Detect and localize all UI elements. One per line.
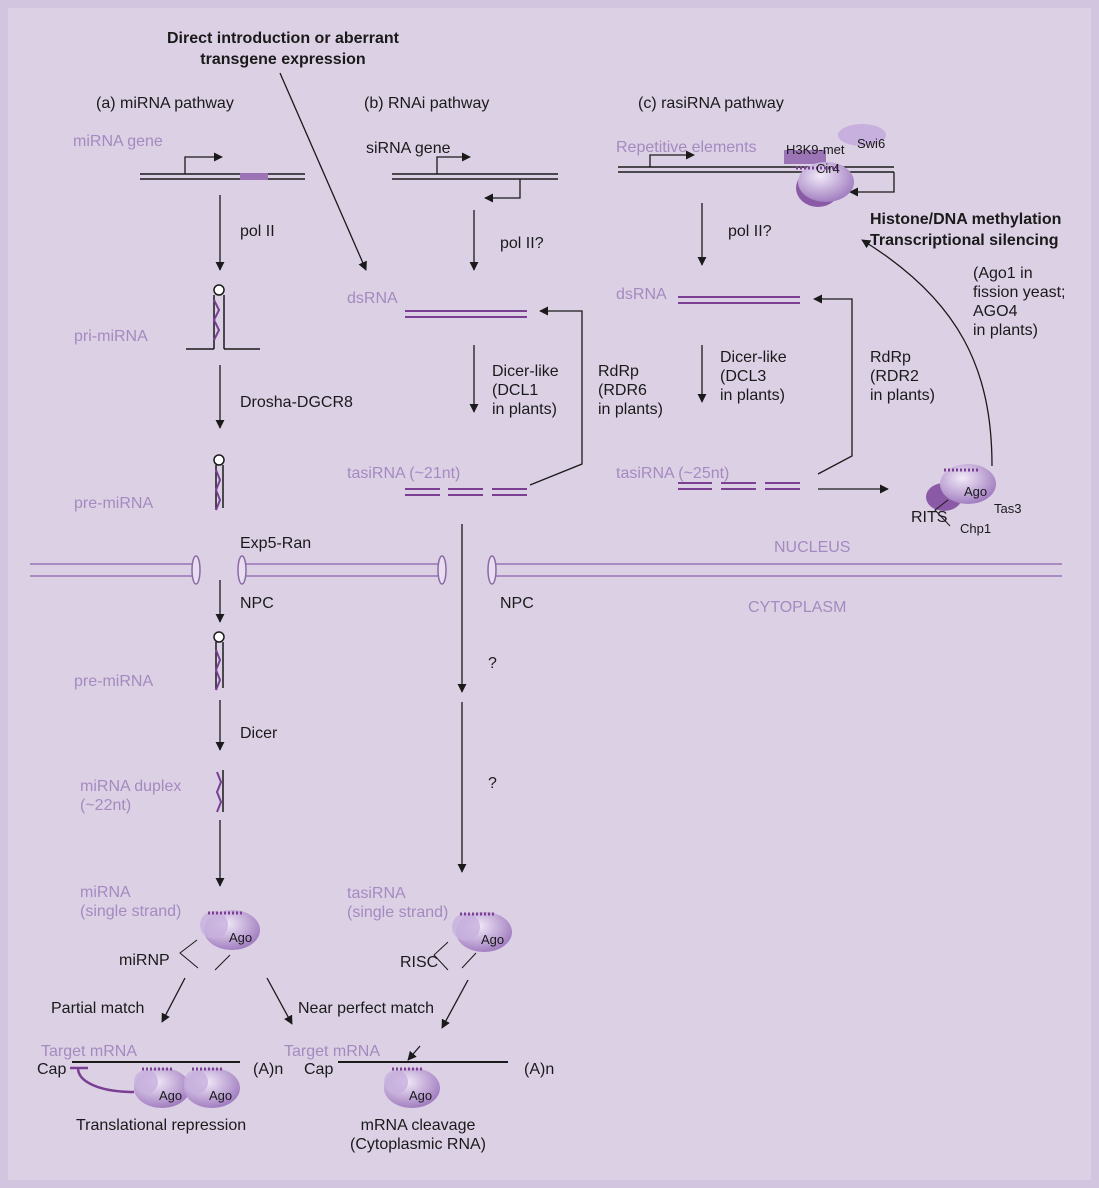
rnai-polya-label: (A)n <box>524 1061 555 1078</box>
mirna-target-ago2-label: Ago <box>209 1088 233 1103</box>
mirnp-bracket <box>179 939 231 971</box>
rnai-dsrna <box>405 310 527 318</box>
rasirna-pol-label: pol II? <box>728 223 772 240</box>
mirna-polya-label: (A)n <box>253 1061 284 1078</box>
rasirna-fragments <box>678 482 800 490</box>
pre-mirna-cyto-label: pre-miRNA <box>74 673 154 690</box>
rasirna-dsrna <box>678 296 800 304</box>
rnai-pol-label: pol II? <box>500 235 544 252</box>
swi6-label: Swi6 <box>857 136 886 151</box>
rnai-cap-label: Cap <box>304 1061 334 1078</box>
diagram-frame: Direct introduction or aberrant transgen… <box>8 8 1091 1180</box>
rnai-rdrp-label: RdRp (RDR6 in plants) <box>598 363 663 418</box>
cytoplasm-label: CYTOPLASM <box>748 599 847 616</box>
rnai-arrows <box>279 72 583 1061</box>
rits-label: RITS <box>911 509 948 526</box>
pre-mirna-hairpin-cyto <box>213 631 225 691</box>
pri-mirna-label: pri-miRNA <box>74 328 148 345</box>
pre-mirna-label: pre-miRNA <box>74 495 154 512</box>
risc-bracket <box>433 941 477 971</box>
rnai-q1: ? <box>488 655 497 672</box>
mirnp-label: miRNP <box>119 952 170 969</box>
risc-ago-label: Ago <box>481 932 505 947</box>
rasirna-dicer-label: Dicer-like (DCL3 in plants) <box>720 349 787 404</box>
sirna-gene-label: siRNA gene <box>366 140 451 157</box>
methylation-label: Histone/DNA methylation Transcriptional … <box>870 211 1062 249</box>
pre-mirna-hairpin <box>213 454 225 511</box>
tasirna-single-label: tasiRNA (single strand) <box>347 885 449 921</box>
tas3-label: Tas3 <box>994 501 1022 516</box>
rnai-q2: ? <box>488 775 497 792</box>
ago1-note: (Ago1 in fission yeast; AGO4 in plants) <box>973 265 1066 339</box>
h3k9-label: H3K9-met <box>786 142 845 157</box>
col-a-title: (a) miRNA pathway <box>96 95 234 112</box>
mirna-gene-label: miRNA gene <box>73 133 163 150</box>
risc-label: RISC <box>400 954 439 971</box>
mirnp-ago-protein <box>200 910 260 950</box>
nucleus-label: NUCLEUS <box>774 539 851 556</box>
rasirna-dsrna-label: dsRNA <box>616 286 667 303</box>
top-label: Direct introduction or aberrant transgen… <box>166 30 400 68</box>
mirna-target-ago1-label: Ago <box>159 1088 183 1103</box>
rits-complex <box>926 464 996 527</box>
translational-repression-label: Translational repression <box>76 1117 247 1134</box>
rnai-target-mrna <box>338 1061 508 1108</box>
mirnp-ago-label: Ago <box>229 930 253 945</box>
rnai-tasirna-label: tasiRNA (~21nt) <box>347 465 461 482</box>
nuclear-pore-icons <box>191 555 497 585</box>
mirna-arrows <box>161 195 293 1025</box>
rasirna-rdrp-label: RdRp (RDR2 in plants) <box>870 349 935 404</box>
nuclear-membrane <box>30 563 1062 577</box>
mirna-gene-dna <box>140 152 305 180</box>
rnai-target-ago-label: Ago <box>409 1088 433 1103</box>
rits-ago-label: Ago <box>964 484 988 499</box>
mirna-pol-label: pol II <box>240 223 275 240</box>
pathway-diagram <box>30 72 1062 1108</box>
partial-match-label: Partial match <box>51 1000 145 1017</box>
repetitive-label: Repetitive elements <box>616 139 757 156</box>
rnai-npc-label: NPC <box>500 595 534 612</box>
rasirna-arrows <box>697 203 993 494</box>
cir4-label: Cir4 <box>816 161 840 176</box>
rasirna-tasirna-label: tasiRNA (~25nt) <box>616 465 730 482</box>
mirna-single-label: miRNA (single strand) <box>80 884 182 920</box>
rnai-target-label: Target mRNA <box>284 1043 381 1060</box>
col-c-title: (c) rasiRNA pathway <box>638 95 784 112</box>
pri-mirna-hairpin <box>186 284 260 350</box>
mirna-target-label: Target mRNA <box>41 1043 138 1060</box>
rnai-tasirna-fragments <box>405 488 527 496</box>
sirna-gene-dna <box>392 152 558 203</box>
repetitive-dna <box>618 124 895 207</box>
col-b-title: (b) RNAi pathway <box>364 95 490 112</box>
mirna-target-mrna <box>70 1061 240 1108</box>
rnai-dicer-label: Dicer-like (DCL1 in plants) <box>492 363 559 418</box>
chp1-label: Chp1 <box>960 521 992 536</box>
near-match-label: Near perfect match <box>298 1000 435 1017</box>
risc-ago-protein <box>452 912 512 952</box>
mrna-cleavage-label: mRNA cleavage (Cytoplasmic RNA) <box>349 1117 486 1153</box>
dicer-label: Dicer <box>240 725 278 742</box>
mirna-duplex-strands <box>215 770 224 813</box>
exp5-label: Exp5-Ran <box>240 535 312 552</box>
mirna-cap-label: Cap <box>37 1061 67 1078</box>
mirna-duplex-label: miRNA duplex (~22nt) <box>80 778 182 814</box>
drosha-label: Drosha-DGCR8 <box>240 394 353 411</box>
mirna-npc-label: NPC <box>240 595 274 612</box>
rnai-dsrna-label: dsRNA <box>347 290 398 307</box>
